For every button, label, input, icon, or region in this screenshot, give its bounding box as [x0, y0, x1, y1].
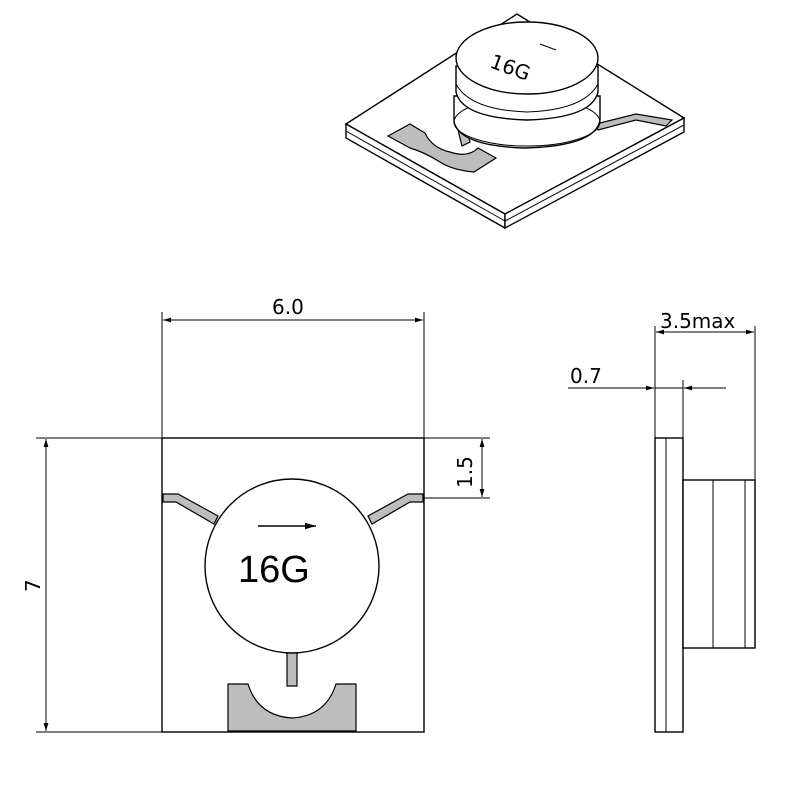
dim-thickness-label: 0.7 — [570, 364, 602, 388]
marking-label: 16G — [238, 549, 310, 591]
resonator-disc — [204, 478, 380, 654]
trace-bottom — [286, 647, 298, 687]
trace-3d-right — [595, 113, 674, 131]
dim-height-label: 7 — [21, 579, 45, 592]
dim-width-label: 6.0 — [272, 295, 304, 319]
cap-top — [455, 21, 599, 95]
dim-offset-label: 1.5 — [453, 456, 477, 488]
side-view: 3.5max 0.7 — [568, 309, 756, 733]
dim-max-label: 3.5max — [660, 309, 736, 333]
side-cap — [682, 479, 756, 649]
pad-bottom — [227, 683, 357, 732]
top-view: 16G 6.0 7 1.5 — [21, 295, 490, 733]
trace-right — [367, 493, 424, 525]
side-substrate — [654, 437, 684, 733]
pad-3d-left — [386, 123, 498, 173]
isometric-view: 16G — [344, 13, 686, 230]
trace-left — [162, 493, 219, 525]
